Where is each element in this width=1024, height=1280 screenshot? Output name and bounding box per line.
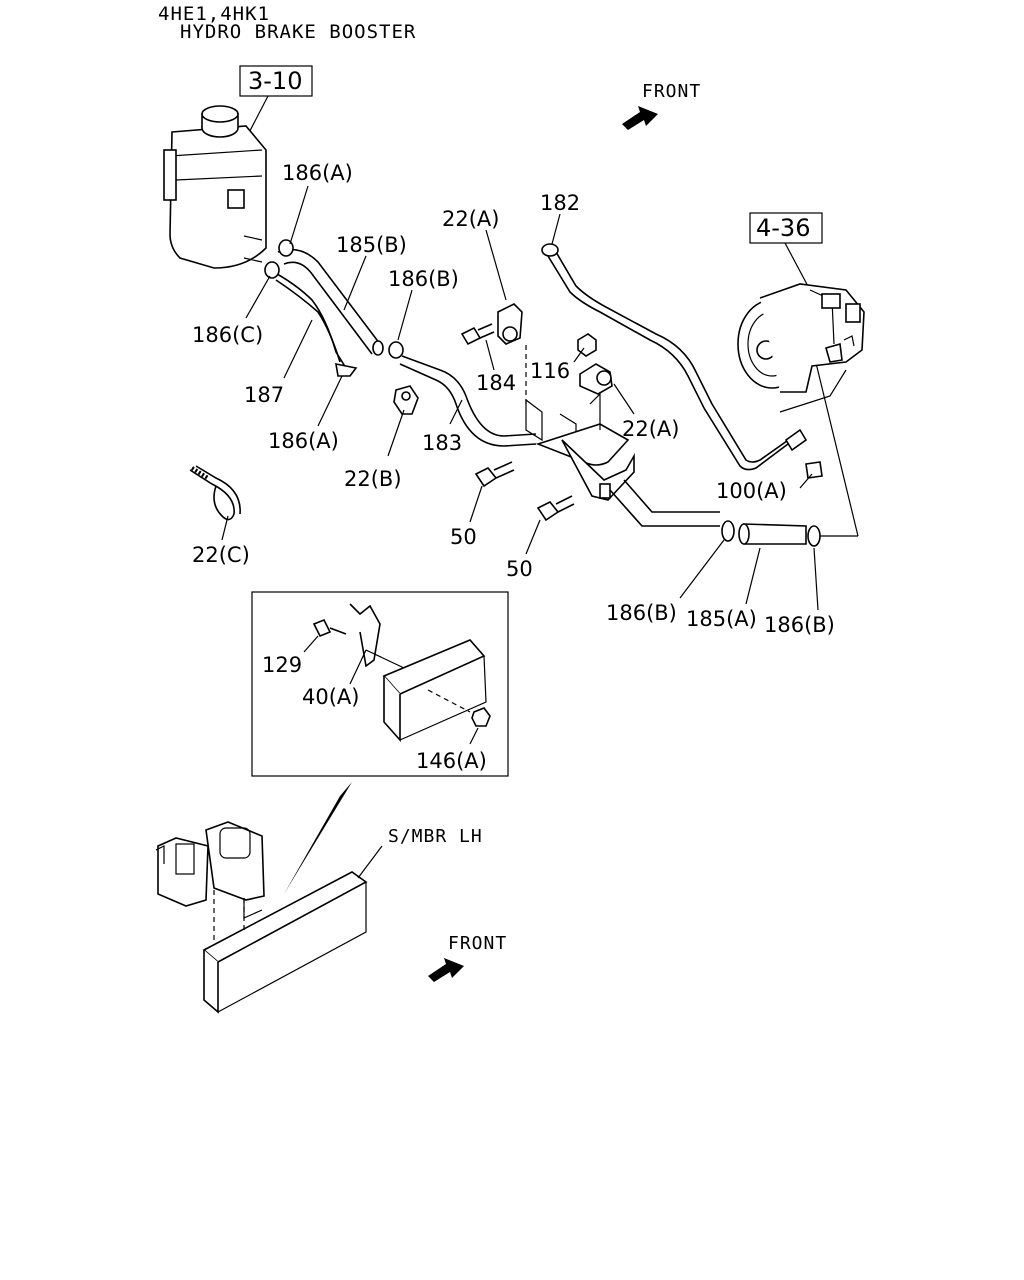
front-arrow-bottom: FRONT: [428, 933, 507, 982]
callout-50-upper: 50: [450, 525, 477, 549]
callout-186B-br: 186(B): [764, 613, 835, 637]
leader-lines: [221, 185, 819, 879]
ref-box-reservoir[interactable]: 3-10: [239, 65, 313, 97]
callout-129: 129: [262, 653, 302, 677]
callout-smbr-lh: S/MBR LH: [388, 826, 483, 847]
diagram-title: HYDRO BRAKE BOOSTER: [180, 21, 417, 43]
ref-4-36: 4-36: [756, 214, 810, 242]
clip-100A[interactable]: [805, 461, 823, 479]
clamp-186B-left[interactable]: [721, 520, 735, 542]
callout-185A: 185(A): [686, 607, 757, 631]
hose-185B[interactable]: [277, 248, 384, 356]
callout-186A-top: 186(A): [282, 161, 353, 185]
pipe-lower[interactable]: [609, 479, 720, 527]
callout-22A-top: 22(A): [442, 207, 499, 231]
callout-labels: 186(A) 185(B) 186(B) 186(C) 187 186(A) 2…: [192, 161, 835, 847]
callout-186B-bl: 186(B): [606, 601, 677, 625]
svg-text:FRONT: FRONT: [448, 933, 507, 954]
callout-50-lower: 50: [506, 557, 533, 581]
callout-22B: 22(B): [344, 467, 402, 491]
detail-inset[interactable]: [251, 591, 509, 777]
bolt-184[interactable]: [460, 323, 495, 346]
callout-116: 116: [530, 359, 570, 383]
clamp-186B-top[interactable]: [388, 341, 404, 359]
front-arrow-top: FRONT: [622, 81, 701, 130]
svg-text:FRONT: FRONT: [642, 81, 701, 102]
callout-184: 184: [476, 371, 516, 395]
side-member-lh[interactable]: [155, 821, 368, 1014]
model-codes: 4HE1,4HK1: [158, 3, 270, 25]
callout-186B-top: 186(B): [388, 267, 459, 291]
callout-22A-mid: 22(A): [622, 417, 679, 441]
ref-3-10: 3-10: [248, 67, 302, 95]
callout-22C: 22(C): [192, 543, 250, 567]
clamp-186C[interactable]: [264, 261, 280, 279]
clamp-186A-top[interactable]: [278, 239, 294, 257]
callout-185B: 185(B): [336, 233, 407, 257]
callout-146A: 146(A): [416, 749, 487, 773]
tie-strap-22C[interactable]: [189, 465, 241, 521]
pipe-183[interactable]: [399, 355, 537, 447]
clamp-186B-right[interactable]: [807, 525, 821, 547]
clip-22B[interactable]: [393, 385, 419, 415]
ref-box-pump[interactable]: 4-36: [749, 212, 823, 244]
detail-pointer: [284, 782, 352, 894]
callout-187: 187: [244, 383, 284, 407]
brake-pump[interactable]: [737, 283, 865, 393]
fluid-reservoir[interactable]: [163, 105, 267, 269]
clip-22A-top[interactable]: [497, 303, 523, 345]
callout-100A: 100(A): [716, 479, 787, 503]
bracket-assembly[interactable]: [525, 342, 635, 501]
callout-40A: 40(A): [302, 685, 359, 709]
callout-186C: 186(C): [192, 323, 263, 347]
clip-22A-mid[interactable]: [579, 363, 613, 395]
callout-182: 182: [540, 191, 580, 215]
pipe-182[interactable]: [541, 243, 808, 471]
bolt-50-lower[interactable]: [536, 495, 575, 522]
hose-185A[interactable]: [738, 523, 807, 545]
hose-187[interactable]: [269, 269, 358, 377]
callout-186A-bottom: 186(A): [268, 429, 339, 453]
bolt-50-upper[interactable]: [474, 461, 515, 488]
callout-183: 183: [422, 431, 462, 455]
